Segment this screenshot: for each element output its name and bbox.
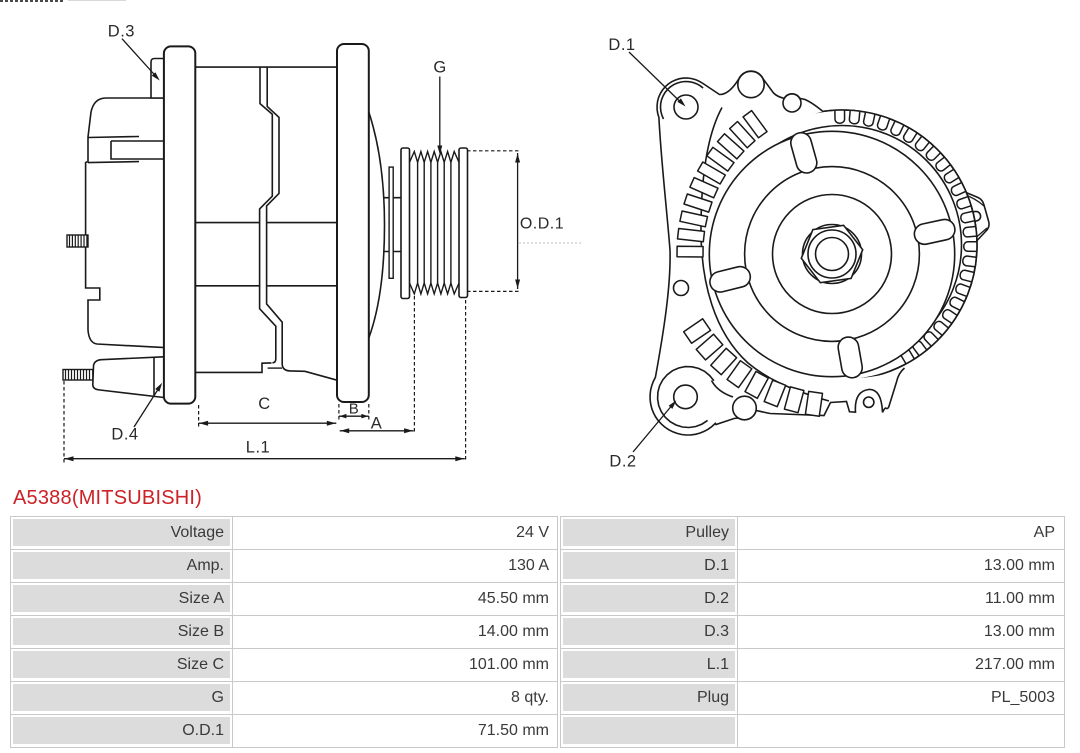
svg-text:G: G (433, 59, 446, 77)
svg-text:A: A (371, 415, 383, 433)
svg-text:L.1: L.1 (246, 439, 270, 457)
svg-text:C: C (258, 395, 270, 413)
svg-text:D.4: D.4 (111, 426, 138, 444)
svg-text:O.D.1: O.D.1 (520, 216, 564, 233)
svg-text:D.3: D.3 (108, 23, 135, 41)
svg-text:B: B (349, 401, 360, 418)
svg-text:D.1: D.1 (608, 36, 635, 54)
svg-text:D.2: D.2 (609, 453, 636, 471)
